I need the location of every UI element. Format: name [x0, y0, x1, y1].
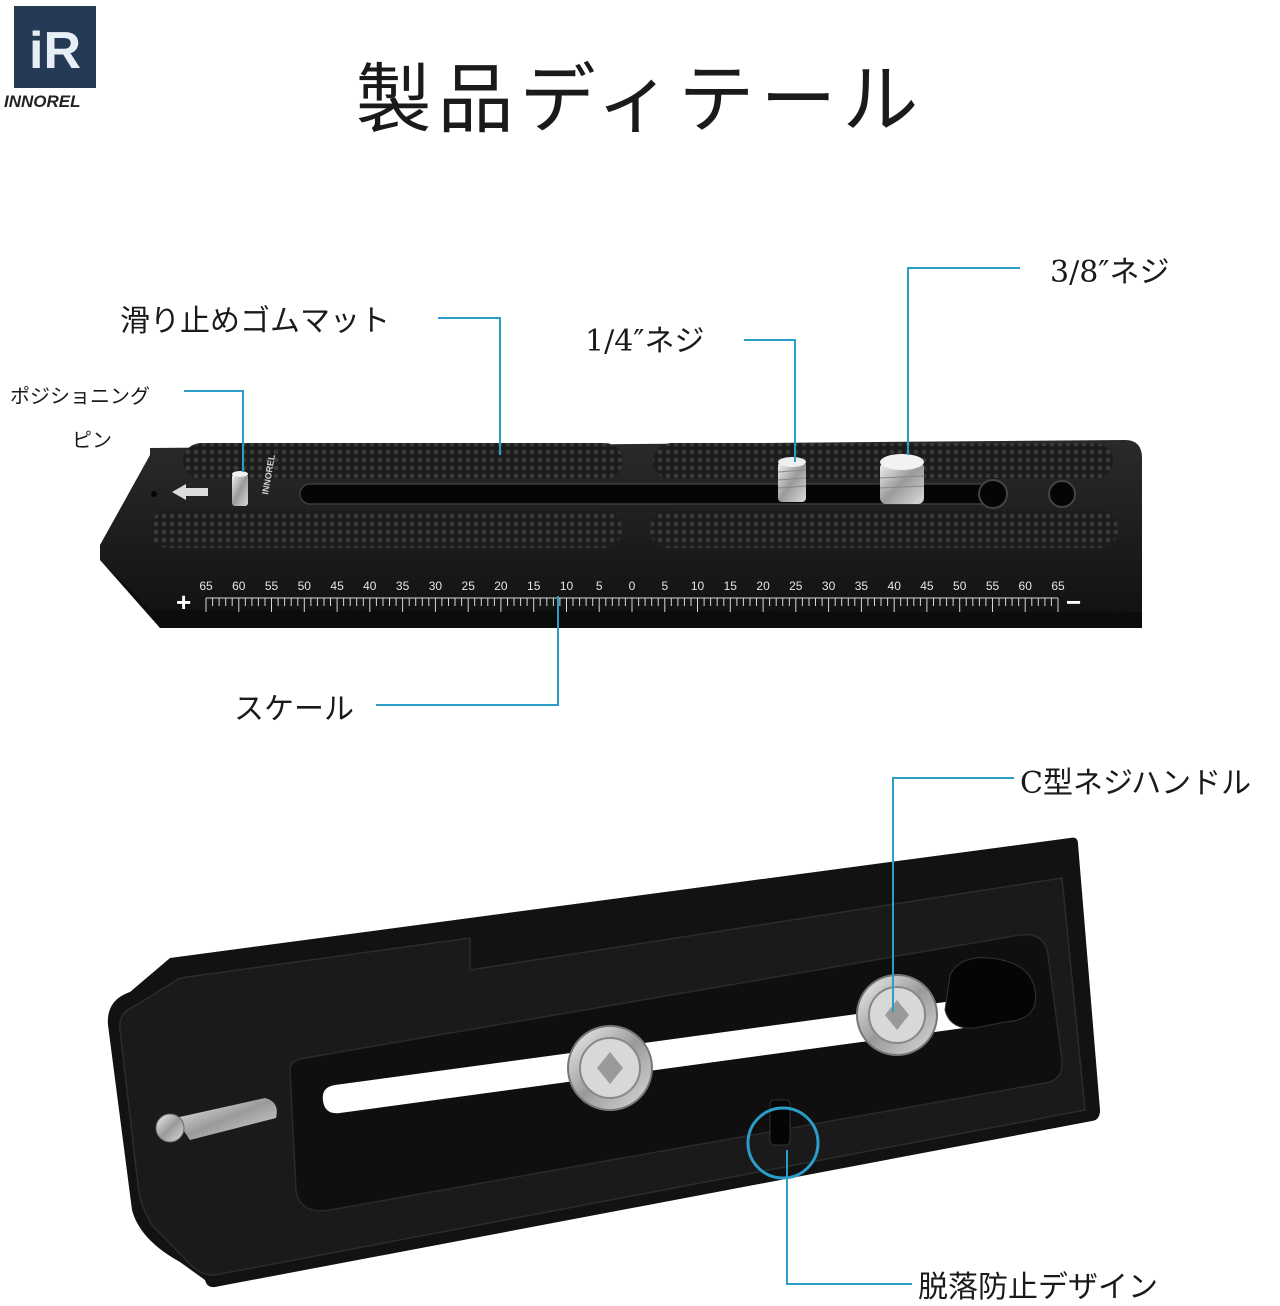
scale-number: 60: [1019, 579, 1033, 593]
callout-quarter-inch-screw: 1/4″ネジ: [585, 324, 705, 359]
scale-plus-sign: +: [176, 587, 191, 617]
scale-number: 40: [888, 579, 902, 593]
scale-number: 55: [986, 579, 1000, 593]
callout-three-eighth-inch-screw: 3/8″ネジ: [1050, 255, 1170, 290]
scale-number: 20: [494, 579, 508, 593]
scale-number: 50: [298, 579, 312, 593]
scale-number: 40: [363, 579, 377, 593]
logo-mark: iR: [29, 22, 81, 80]
scale-ticks: [205, 597, 1059, 612]
anti-drop-highlight-circle: [746, 1106, 820, 1180]
scale-number: 5: [596, 579, 603, 593]
scale-number: 65: [199, 579, 213, 593]
brand-logo: iR: [14, 6, 96, 88]
callout-scale: スケール: [234, 692, 354, 727]
scale-number: 45: [920, 579, 934, 593]
rubber-mat: [183, 443, 623, 479]
scale-number: 55: [265, 579, 279, 593]
scale-number: 15: [527, 579, 541, 593]
scale-number: 10: [691, 579, 705, 593]
scale-number: 25: [789, 579, 803, 593]
callout-lines: [184, 267, 1020, 1285]
scale-number: 35: [396, 579, 410, 593]
scale-number: 10: [560, 579, 574, 593]
callout-positioning-pin-line1: ポジショニング: [10, 384, 150, 408]
scale-number: 35: [855, 579, 869, 593]
scale-number: 20: [756, 579, 770, 593]
callout-c-screw-handle: C型ネジハンドル: [1020, 766, 1252, 801]
scale-number: 0: [629, 579, 636, 593]
brand-name: INNOREL: [4, 92, 81, 111]
callout-rubber-mat: 滑り止めゴムマット: [120, 304, 390, 339]
scale-number: 25: [462, 579, 476, 593]
callout-anti-drop-design: 脱落防止デザイン: [918, 1270, 1158, 1305]
three-eighth-inch-screw: [879, 454, 925, 504]
scale-minus-sign: −: [1066, 587, 1081, 617]
scale-number: 15: [724, 579, 738, 593]
scale-number: 45: [330, 579, 344, 593]
scale-number: 30: [822, 579, 836, 593]
bottom-screw: [567, 1025, 653, 1111]
scale-number: 65: [1051, 579, 1065, 593]
scale-number: 60: [232, 579, 246, 593]
c-screw-handle: [856, 974, 938, 1056]
scale-number: 5: [661, 579, 668, 593]
bottom-plate: [107, 837, 1101, 1288]
scale-number: 30: [429, 579, 443, 593]
positioning-pin: [232, 471, 248, 506]
callout-positioning-pin-line2: ピン: [72, 428, 112, 452]
quarter-inch-screw: [777, 457, 807, 502]
scale-number: 50: [953, 579, 967, 593]
page-title: 製品ディテール: [355, 55, 925, 144]
